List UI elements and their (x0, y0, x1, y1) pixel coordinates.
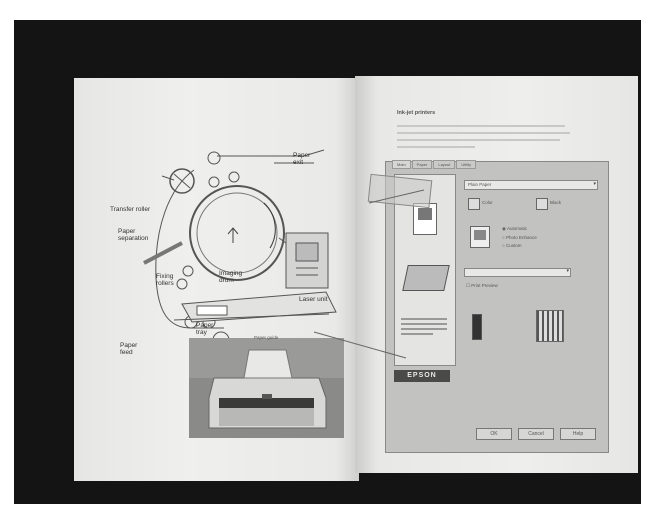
imaging-drum-shape (189, 185, 285, 281)
option-automatic-label: Automatic (506, 226, 527, 231)
option-custom-label: Custom (505, 243, 522, 248)
option-automatic[interactable]: ◉ Automatic (502, 226, 527, 231)
right-book-page: Ink-jet printers Main Paper Layout Utili… (355, 76, 638, 473)
ink-black-label: Black (550, 200, 562, 205)
ink-black-option[interactable] (536, 198, 548, 210)
label-imaging-drum: Imaging drum (219, 270, 243, 284)
dialog-tabs: Main Paper Layout Utility (392, 160, 477, 169)
chevron-down-icon: ▾ (566, 268, 569, 274)
laser-printer-diagram (143, 149, 344, 438)
help-button[interactable]: Help (560, 428, 596, 440)
printer-dialog: Main Paper Layout Utility EPSON (385, 160, 609, 453)
option-custom[interactable]: ○ Custom (502, 243, 522, 248)
ink-color-option[interactable] (468, 198, 480, 210)
mode-preview-icon (470, 226, 490, 248)
media-type-select[interactable]: Plain Paper ▾ (464, 180, 598, 190)
print-preview-checkbox[interactable]: ☐ Print Preview (466, 283, 498, 288)
ink-levels-bars (536, 310, 564, 342)
quality-select[interactable]: ▾ (464, 268, 571, 277)
label-paper-separation: Paper separation (118, 228, 149, 242)
tab-paper[interactable]: Paper (411, 160, 433, 169)
epson-logo: EPSON (394, 370, 450, 382)
body-text-lines (397, 125, 570, 148)
printer-icon (402, 265, 450, 291)
page-preview-icon (413, 203, 437, 235)
label-laser-unit: Laser unit (299, 296, 328, 303)
mode-options: ◉ Automatic ○ Photo Enhance ○ Custom (502, 226, 537, 248)
transfer-roller-shape (169, 168, 195, 194)
printer-photo (189, 338, 344, 438)
preview-text-lines (401, 315, 447, 338)
section-heading: Ink-jet printers (397, 110, 436, 116)
cancel-button[interactable]: Cancel (518, 428, 554, 440)
tab-main[interactable]: Main (392, 160, 411, 169)
option-photo-enhance-label: Photo Enhance (505, 235, 537, 240)
label-paper-feed: Paper feed (120, 342, 138, 356)
label-transfer-roller: Transfer roller (110, 206, 151, 213)
ink-color-label: Color (482, 200, 493, 205)
photo-background: Paper exit Transfer roller Paper separat… (14, 20, 641, 504)
label-paper-guide: Paper guide (254, 335, 279, 340)
left-book-page: Paper exit Transfer roller Paper separat… (74, 78, 359, 481)
label-paper-exit: Paper exit (293, 152, 311, 166)
ink-levels-icon (472, 314, 482, 340)
tab-layout[interactable]: Layout (433, 160, 456, 169)
label-fixing-rollers: Fixing rollers (156, 273, 174, 287)
tab-utility[interactable]: Utility (456, 160, 477, 169)
label-paper-tray: Paper tray (196, 322, 214, 336)
chevron-down-icon: ▾ (593, 181, 596, 187)
ok-button[interactable]: OK (476, 428, 512, 440)
option-photo-enhance[interactable]: ○ Photo Enhance (502, 235, 537, 240)
print-preview-label: Print Preview (471, 283, 498, 288)
media-type-value: Plain Paper (468, 182, 492, 187)
